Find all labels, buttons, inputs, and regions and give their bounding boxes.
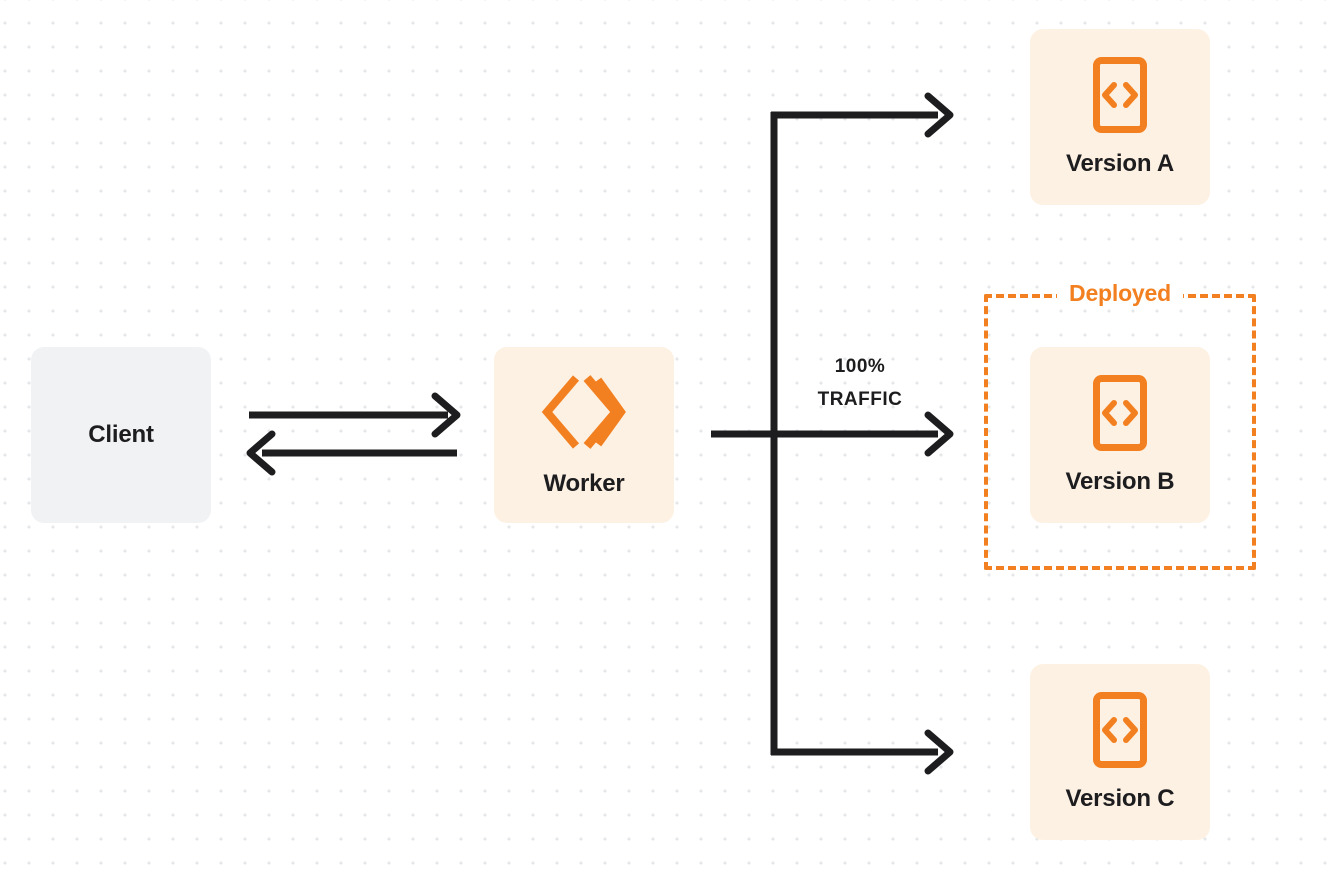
deployed-group: Deployed <box>984 282 1256 570</box>
client-node[interactable]: Client <box>31 347 211 523</box>
arrow-to-version-a <box>771 92 954 138</box>
version-b-node[interactable]: Version B <box>1030 347 1210 523</box>
deployed-group-label: Deployed <box>1057 282 1183 306</box>
client-label: Client <box>88 421 154 448</box>
version-c-label: Version C <box>1065 785 1175 812</box>
code-file-icon <box>1092 56 1148 134</box>
arrow-worker-to-client <box>246 430 457 476</box>
version-b-label: Version B <box>1065 468 1175 495</box>
traffic-percent: 100% <box>834 356 886 377</box>
code-file-icon <box>1092 374 1148 452</box>
version-c-node[interactable]: Version C <box>1030 664 1210 840</box>
version-a-label: Version A <box>1065 150 1175 177</box>
arrow-to-version-c <box>771 729 954 775</box>
traffic-label: 100% TRAFFIC <box>790 350 930 417</box>
arrow-client-to-worker <box>249 392 461 438</box>
workers-logo-icon <box>541 372 627 452</box>
version-a-node[interactable]: Version A <box>1030 29 1210 205</box>
arrow-to-version-b <box>924 411 954 457</box>
worker-node[interactable]: Worker <box>494 347 674 523</box>
code-file-icon <box>1092 691 1148 769</box>
arrow-worker-to-versions-trunk <box>711 112 938 755</box>
traffic-word: TRAFFIC <box>817 389 903 411</box>
worker-label: Worker <box>543 470 625 497</box>
